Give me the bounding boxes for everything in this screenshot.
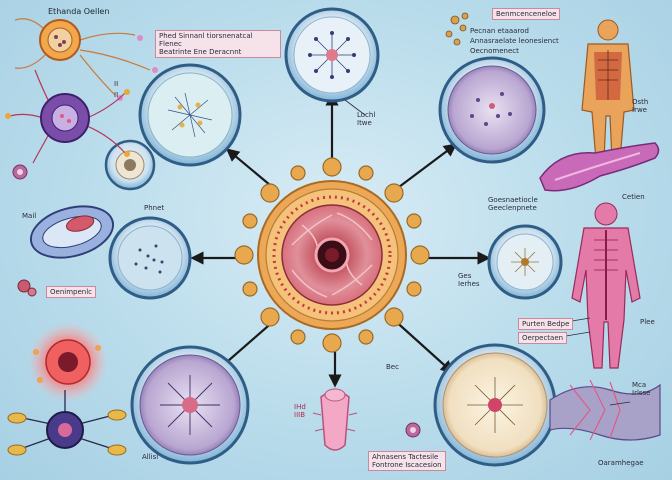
bubble-left: [108, 216, 192, 300]
label-center-bottom: Bec: [386, 363, 399, 371]
human-body-top-right: [581, 19, 635, 161]
arrow-down-right: [391, 317, 454, 374]
label-bottom-center: IHd IIIB: [294, 403, 306, 419]
cell-left-oval: [29, 205, 115, 259]
label-left-mid: Phnet: [144, 204, 165, 212]
label-bottom-right-text: Oaramhegae: [598, 459, 644, 467]
label-left-cell: Mail: [22, 212, 37, 220]
bubble-top-left: [138, 63, 242, 167]
bubble-bottom-right: [433, 343, 557, 467]
label-top-right-text: Pecnan etaaarod Annasraelate leonesienct…: [470, 27, 559, 55]
arrow-up-right: [394, 143, 458, 191]
human-body-pink-right: [571, 202, 641, 369]
label-left-box: Oenimpenlc: [46, 286, 96, 298]
bubble-top-right: [438, 56, 546, 164]
bubble-bottom-left: [130, 345, 250, 465]
bubble-top-center: [284, 7, 380, 103]
bacteria-left-small: [12, 164, 28, 180]
label-left-small-2: II: [114, 91, 119, 99]
bubble-right: [487, 224, 563, 300]
label-right-cell: Ges Ierhes: [458, 272, 480, 288]
label-top-right-box: Benmcenceneloe: [492, 8, 561, 20]
label-right-small: Plee: [640, 318, 655, 326]
bubble-small-left: [104, 139, 156, 191]
label-top-left-box: Phed Sinnanl tiorsnenatcal Flenec Beatri…: [155, 30, 281, 58]
pink-neuron-bottom: [312, 388, 358, 451]
label-bottom-center-box: Ahnasens Tactesile Fontrone Iscacesion: [368, 451, 446, 471]
label-top-left-title: Ethanda Oellen: [48, 7, 110, 16]
label-bottom-left: Allisi: [142, 453, 159, 461]
label-center-top: Lochl Itwe: [357, 111, 376, 127]
label-right-box-2: Oerpectaen: [518, 332, 568, 344]
molecule-icons-top-right: [445, 12, 469, 46]
neuron-top-left: [14, 18, 158, 101]
label-right-mid: Goesnaetiocle Geeclenpnete: [488, 196, 538, 212]
label-left-small-1: II: [114, 80, 119, 88]
purple-cell-bottom-left: [7, 390, 127, 456]
label-right-box-1: Purten Bedpe: [518, 318, 574, 330]
neuron-purple-left: [5, 69, 130, 164]
organ-pink-right: [539, 142, 660, 192]
arrow-up-left: [225, 148, 271, 186]
nerve-tissue-bottom-right: [549, 379, 661, 441]
bacteria-bottom-center: [405, 422, 421, 438]
arrow-down-left: [218, 319, 276, 370]
bacteria-cluster-left: [17, 279, 37, 297]
label-bottom-right: Mca Irlsse: [632, 381, 651, 397]
red-glowing-cell: [28, 322, 108, 402]
label-right-body: Cetien: [622, 193, 645, 201]
label-right-organ: Osth Irwe: [632, 98, 649, 114]
central-cell: [234, 157, 430, 353]
